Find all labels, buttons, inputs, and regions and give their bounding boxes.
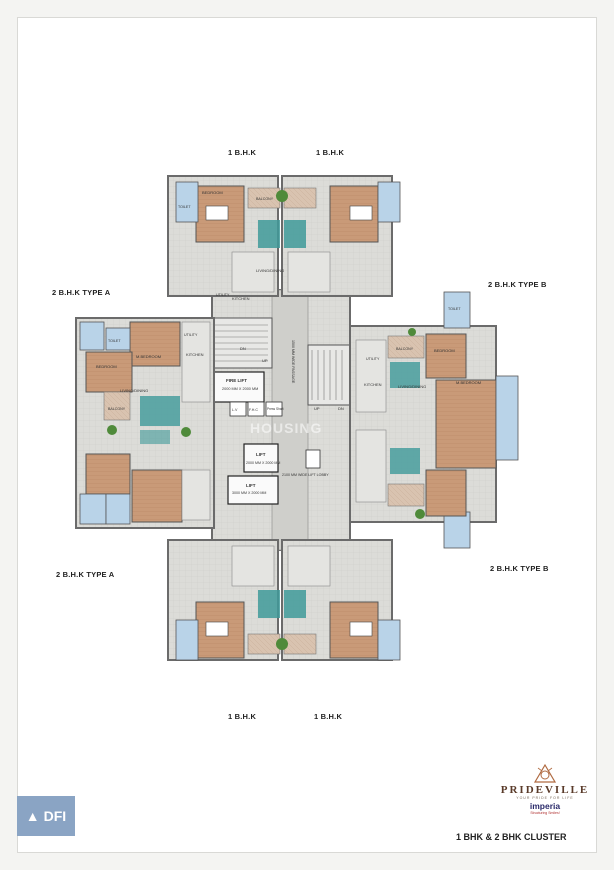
electric-shaft — [305, 449, 321, 469]
bedroom-top-label: BEDROOM — [202, 190, 223, 195]
unit-label-bottom-right: 1 B.H.K — [314, 712, 343, 721]
lift-lobby-label: 2100 MM WIDE LIFT LOBBY — [282, 473, 329, 477]
utility-left-label: UTILITY — [184, 333, 198, 337]
lift-2 — [227, 475, 279, 505]
unit-label-bottom-left: 1 B.H.K — [228, 712, 257, 721]
unit-label-left-top: 2 B.H.K TYPE A — [52, 288, 111, 297]
lift-1-label: LIFT — [256, 452, 266, 457]
crest-icon — [533, 763, 557, 783]
right-units — [349, 291, 519, 549]
living-dining-left-label: LIVING/DINING — [120, 388, 148, 393]
lift-1 — [243, 443, 279, 473]
m-bedroom-left-label: M.BEDROOM — [136, 354, 161, 359]
brand-name: PRIDEVILLE — [500, 784, 590, 796]
utility-right-label: UTILITY — [366, 357, 380, 361]
unit-label-left-bottom: 2 B.H.K TYPE A — [56, 570, 115, 579]
developer-name: imperia — [529, 801, 561, 811]
lv-label: L.V — [232, 408, 238, 412]
toilet-top-label: TOILET — [178, 205, 191, 209]
bedroom-left-label: BEDROOM — [96, 364, 117, 369]
stair-right-dn-label: DN — [338, 406, 344, 411]
kitchen-left-label: KITCHEN — [186, 352, 204, 357]
cluster-title: 1 BHK & 2 BHK CLUSTER — [456, 832, 567, 842]
unit-label-top-right: 1 B.H.K — [316, 148, 345, 157]
balcony-right-label: BALCONY — [396, 347, 414, 351]
brand-tagline: YOUR PRIDE FOR LIFE — [516, 796, 574, 800]
left-units — [75, 317, 215, 529]
lv-room — [229, 401, 247, 417]
lift-1-size: 2000 MM X 2000 MM — [246, 461, 280, 465]
fire-lift-size: 2000 MM X 2000 MM — [222, 387, 258, 391]
toilet-left-label: TOILET — [108, 339, 121, 343]
lift-2-label: LIFT — [246, 483, 256, 488]
stair-dn-label: DN — [240, 346, 246, 351]
fire-lift-label: FIRE LIFT — [226, 378, 247, 383]
balcony-left-label: BALCONY — [108, 407, 126, 411]
fhc-room — [247, 401, 265, 417]
passage-label: 1500 MM WIDE PASSAGE — [291, 340, 295, 384]
utility-top-label: UTILITY — [216, 293, 230, 297]
toilet-right-label: TOILET — [448, 307, 461, 311]
staircase-right — [307, 344, 351, 406]
lift-2-size: 3000 MM X 2000 MM — [232, 491, 266, 495]
bottom-units — [167, 539, 401, 661]
stair-right-up-label: UP — [314, 406, 320, 411]
watermark: HOUSING — [250, 420, 323, 436]
living-dining-top-label: LIVING/DINING — [256, 268, 284, 273]
dfi-logo: ▲ DFI — [17, 796, 75, 836]
unit-label-right-top: 2 B.H.K TYPE B — [488, 280, 547, 289]
press-shaft — [265, 401, 283, 417]
unit-label-right-bottom: 2 B.H.K TYPE B — [490, 564, 549, 573]
unit-label-top-left: 1 B.H.K — [228, 148, 257, 157]
bedroom-right-label: BEDROOM — [434, 348, 455, 353]
living-dining-right-label: LIVING/DINING — [398, 384, 426, 389]
press-shaft-label: Press Shaft — [267, 407, 284, 411]
dfi-text: DFI — [43, 808, 67, 824]
stair-up-label: UP — [262, 358, 268, 363]
dfi-mark-icon: ▲ — [25, 808, 40, 824]
kitchen-right-label: KITCHEN — [364, 382, 382, 387]
balcony-top-label: BALCONY — [256, 197, 274, 201]
brand-block: PRIDEVILLE YOUR PRIDE FOR LIFE imperia S… — [490, 762, 600, 815]
top-units — [167, 175, 401, 297]
fhc-label: F.H.C — [249, 408, 258, 412]
kitchen-top-label: KITCHEN — [232, 296, 250, 301]
m-bedroom-right-label: M.BEDROOM — [456, 380, 481, 385]
developer-tagline: Structuring Smiles! — [530, 811, 560, 815]
